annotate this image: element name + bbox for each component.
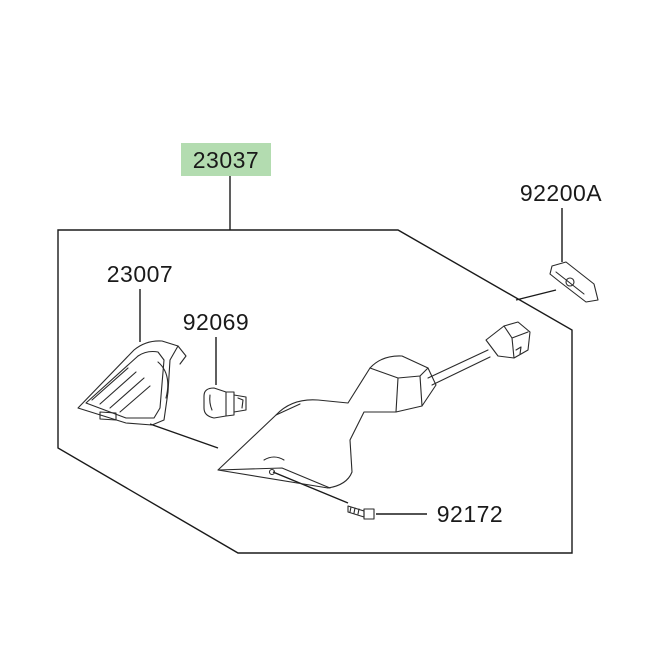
lens-part	[77, 340, 187, 426]
assembly-frame	[57, 229, 573, 554]
screw-part	[347, 505, 375, 520]
assembly-part-number[interactable]: 23037	[193, 147, 259, 173]
screw-part-number[interactable]: 92172	[437, 501, 503, 527]
bracket-part-number[interactable]: 92200A	[520, 180, 602, 206]
indicator-housing	[217, 355, 437, 489]
lens-part-number[interactable]: 23007	[107, 261, 173, 287]
bracket-assembly-guide	[515, 289, 557, 301]
assembly-label-highlight	[181, 143, 271, 176]
bulb-part-number[interactable]: 92069	[183, 309, 249, 335]
bracket-part	[549, 261, 599, 303]
wire-connector	[427, 321, 531, 386]
bulb-part	[203, 387, 247, 419]
lens-assembly-guide	[149, 423, 219, 449]
screw-assembly-guide	[272, 471, 349, 504]
